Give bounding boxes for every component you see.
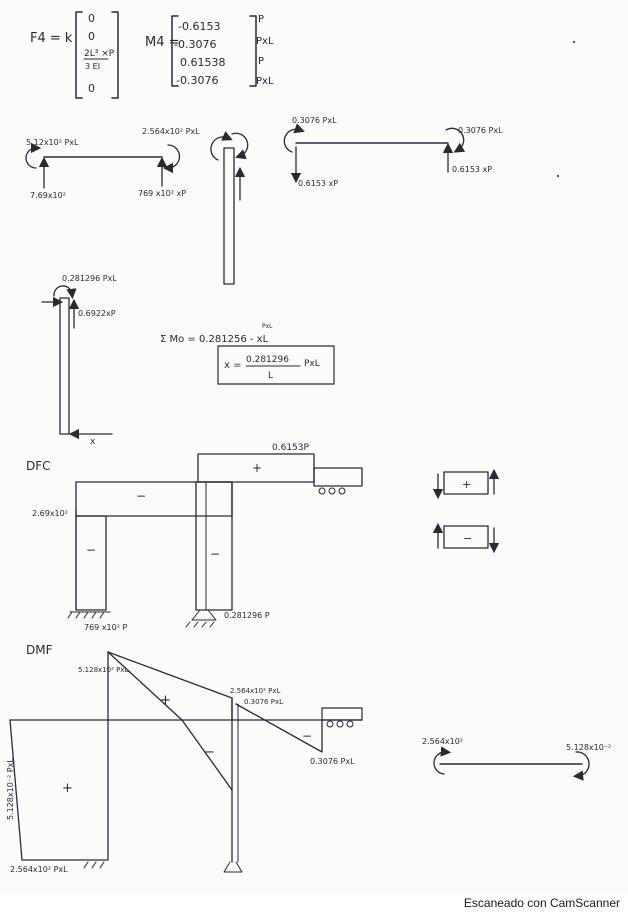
sign-convention-plus: + bbox=[462, 478, 471, 491]
x-result-lhs: x = bbox=[224, 360, 241, 371]
dmf-minus-mid: − bbox=[204, 745, 215, 760]
fbd-beam-left-moment: 5.12x10² PxL bbox=[26, 138, 79, 147]
f4-entry-3: 2L³ ×P bbox=[84, 49, 115, 59]
roller-wheel bbox=[318, 487, 326, 495]
dmf-plus-top: + bbox=[160, 693, 171, 708]
fbd-column-small-moment-right bbox=[231, 132, 249, 160]
dfc-right-pin-support bbox=[185, 609, 217, 628]
dmf-left-beam-diagonal bbox=[107, 651, 233, 791]
dmf-beam-left-value: 2.564x10² bbox=[422, 737, 463, 746]
dmf-top-value: 5.128x10² PxL bbox=[78, 666, 128, 674]
fbd-beam-right-moment-arrow bbox=[162, 144, 181, 174]
dmf-bottom-left-value: 2.564x10² PxL bbox=[10, 865, 68, 874]
fbd-column-small bbox=[223, 147, 235, 285]
sign-convention-minus-element bbox=[443, 525, 489, 549]
dfc-right-column-region bbox=[195, 481, 233, 611]
sign-convention-plus-element bbox=[443, 471, 489, 495]
dfc-beam-plus: + bbox=[252, 461, 262, 475]
fbd-top-right-moment: 0.3076 PxL bbox=[458, 126, 503, 135]
sum-moment-unit: PxL bbox=[262, 323, 273, 330]
f4-bracket-right bbox=[111, 11, 119, 99]
f4-entry-1: 0 bbox=[88, 12, 95, 25]
roller-wheel bbox=[326, 720, 334, 728]
m4-unit-4: PxL bbox=[256, 76, 274, 87]
dmf-left-fixed-support bbox=[83, 861, 105, 869]
dmf-left-column-region bbox=[9, 719, 109, 861]
dmf-right-beam-curve bbox=[235, 703, 323, 753]
dfc-left-beam-region bbox=[75, 481, 233, 517]
roller-wheel bbox=[346, 720, 354, 728]
dmf-right-value: 0.3076 PxL bbox=[310, 757, 355, 766]
dfc-roller-support bbox=[313, 467, 363, 487]
scan-speck bbox=[572, 40, 576, 44]
m4-unit-1: P bbox=[258, 14, 264, 25]
f4-entry-2: 0 bbox=[88, 30, 95, 43]
dmf-mid-value-2: 0.3076 PxL bbox=[244, 698, 283, 706]
dfc-right-column-minus: − bbox=[210, 547, 220, 561]
fbd-top-left-force: 0.6153 xP bbox=[298, 179, 338, 188]
dfc-bottom-right-value: 0.281296 P bbox=[224, 611, 270, 620]
x-result-numerator: 0.281296 bbox=[246, 355, 289, 365]
m4-bracket-left bbox=[171, 15, 179, 87]
dmf-small-beam-left-moment bbox=[433, 746, 452, 775]
dmf-beam-right-value: 5.128x10⁻² bbox=[566, 743, 611, 752]
dfc-top-value: 0.6153P bbox=[272, 443, 309, 453]
scanner-footer: Escaneado con CamScanner bbox=[0, 894, 628, 912]
dmf-minus-right: − bbox=[302, 729, 312, 743]
f4-entry-4: 3 EI bbox=[85, 62, 100, 71]
fbd-column-moment-arrow bbox=[53, 285, 77, 300]
x-result-denominator: L bbox=[268, 371, 273, 381]
dmf-right-pin-support bbox=[223, 861, 243, 873]
m4-entry-1: -0.6153 bbox=[178, 20, 220, 33]
dmf-roller-support bbox=[321, 707, 363, 721]
dfc-left-fixed-support bbox=[67, 611, 111, 619]
fbd-column-moment: 0.281296 PxL bbox=[62, 274, 117, 283]
dmf-plus-left: + bbox=[62, 781, 73, 796]
fbd-column-force: 0.6922xP bbox=[78, 309, 116, 318]
f4-entry-5: 0 bbox=[88, 82, 95, 95]
dmf-title: DMF bbox=[26, 643, 53, 657]
roller-wheel bbox=[338, 487, 346, 495]
fbd-column-x-label: x bbox=[90, 437, 96, 447]
fbd-top-right-force: 0.6153 xP bbox=[452, 165, 492, 174]
fbd-top-left-moment: 0.3076 PxL bbox=[292, 116, 337, 125]
m4-entry-3: 0.61538 bbox=[180, 56, 226, 69]
m4-entry-4: -0.3076 bbox=[176, 74, 218, 87]
fbd-top-left-moment-arrow bbox=[283, 123, 305, 153]
dfc-left-column-minus: − bbox=[86, 543, 96, 557]
scanner-watermark: Escaneado con CamScanner bbox=[463, 896, 620, 910]
roller-wheel bbox=[336, 720, 344, 728]
dfc-bottom-left-value: 769 x10² P bbox=[84, 623, 127, 632]
fbd-column-small-moment-left bbox=[210, 131, 233, 161]
x-result-box bbox=[217, 345, 335, 385]
scan-speck bbox=[556, 174, 560, 178]
m4-label: M4 = bbox=[145, 35, 180, 50]
dfc-left-value: 2.69x10² bbox=[32, 509, 68, 518]
m4-unit-2: PxL bbox=[256, 36, 274, 47]
fbd-beam-right-force: 769 x10² xP bbox=[138, 189, 186, 198]
fbd-beam-left-moment-arrow bbox=[25, 142, 42, 169]
dmf-mid-value-1: 2.564x10² PxL bbox=[230, 687, 280, 695]
dmf-left-vertical-value: 5.128x10⁻² PxL bbox=[6, 758, 15, 820]
x-result-unit: PxL bbox=[304, 359, 320, 369]
f4-bracket-left bbox=[75, 11, 83, 99]
dfc-title: DFC bbox=[26, 459, 51, 473]
roller-wheel bbox=[328, 487, 336, 495]
dmf-small-beam-right-moment bbox=[572, 751, 590, 781]
dfc-left-column-region bbox=[75, 515, 107, 611]
m4-entry-2: -0.3076 bbox=[174, 38, 216, 51]
fbd-column-tall bbox=[59, 297, 70, 435]
m4-unit-3: P bbox=[258, 56, 264, 67]
fbd-beam-left-force: 7.69x10² bbox=[30, 191, 66, 200]
f4-label: F4 = k bbox=[30, 31, 73, 46]
fbd-beam-right-moment: 2.564x10² PxL bbox=[142, 127, 200, 136]
m4-bracket-right bbox=[249, 15, 257, 87]
sign-convention-minus: − bbox=[463, 532, 472, 545]
sum-moment-equation: Σ Mo = 0.281256 - xL bbox=[160, 334, 269, 345]
dfc-left-beam-minus: − bbox=[136, 489, 146, 503]
fbd-top-right-moment-arrow bbox=[445, 127, 466, 153]
